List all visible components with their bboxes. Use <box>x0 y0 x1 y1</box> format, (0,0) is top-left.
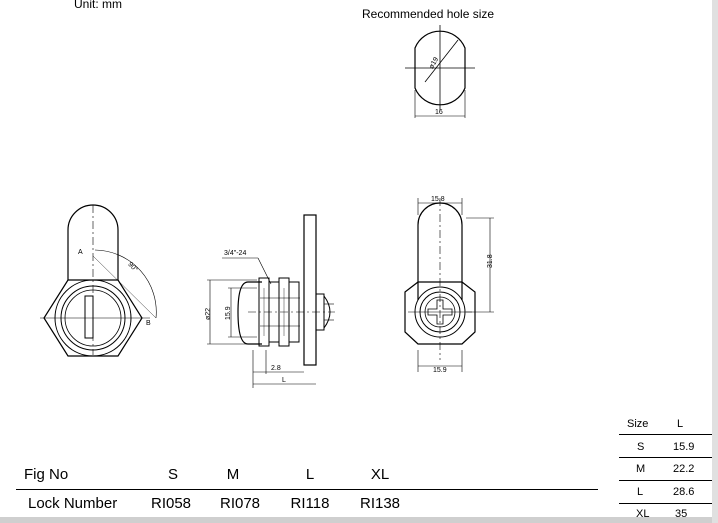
side-view: ø22 15.9 3/4"-24 2.8 L <box>205 214 335 388</box>
unit-label: Unit: mm <box>74 0 122 11</box>
front-view: A B 90° <box>40 204 157 357</box>
fig-no-cell: S <box>167 466 178 483</box>
hole-size-title: Recommended hole size <box>362 7 495 21</box>
size-header: Size <box>627 418 649 430</box>
lock-number-label: Lock Number <box>28 495 118 512</box>
lock-number-cell: RI078 <box>219 495 261 512</box>
dim-15-9b-label: 15.9 <box>433 367 447 374</box>
dim-31-8-label: 31.8 <box>487 254 494 268</box>
dim-15-9-label: 15.9 <box>225 306 232 320</box>
dim-2-8-label: 2.8 <box>271 365 281 372</box>
size-table: Size L S 15.9 M 22.2 L 28.6 XL 35 <box>617 414 717 523</box>
size-cell: L <box>637 486 644 498</box>
lock-number-cell: RI138 <box>359 495 401 512</box>
fig-no-cell: M <box>226 466 240 483</box>
size-cell: M <box>636 463 646 475</box>
size-table-divider <box>619 457 715 458</box>
size-cell: S <box>637 441 645 453</box>
hole-width-label: 16 <box>435 109 443 116</box>
rear-view: 15.8 31.8 15.9 <box>404 196 494 374</box>
table-divider <box>16 489 598 490</box>
l-cell: 28.6 <box>673 486 695 498</box>
l-cell: 22.2 <box>673 463 695 475</box>
l-cell: 15.9 <box>673 441 695 453</box>
lock-number-cell: RI118 <box>290 495 330 512</box>
recommended-hole-view: ø19 16 <box>405 25 475 118</box>
fig-no-cell: XL <box>370 466 390 483</box>
lock-number-table: Fig No S M L XL Lock Number RI058 RI078 … <box>0 462 600 518</box>
right-border <box>712 0 718 523</box>
dim-l-label: L <box>282 377 286 384</box>
fig-no-label: Fig No <box>24 466 69 483</box>
thread-label: 3/4"-24 <box>224 250 246 257</box>
fig-no-cell: L <box>305 466 315 483</box>
size-table-divider <box>619 503 715 504</box>
size-table-divider <box>619 434 715 435</box>
dia-22-label: ø22 <box>205 308 212 320</box>
label-a: A <box>78 249 83 256</box>
dim-15-8-label: 15.8 <box>431 196 445 203</box>
l-header: L <box>677 418 684 430</box>
bottom-border <box>0 517 718 523</box>
label-b: B <box>146 320 151 327</box>
angle-label: 90° <box>126 260 139 273</box>
lock-number-cell: RI058 <box>150 495 192 512</box>
size-table-divider <box>619 480 715 481</box>
